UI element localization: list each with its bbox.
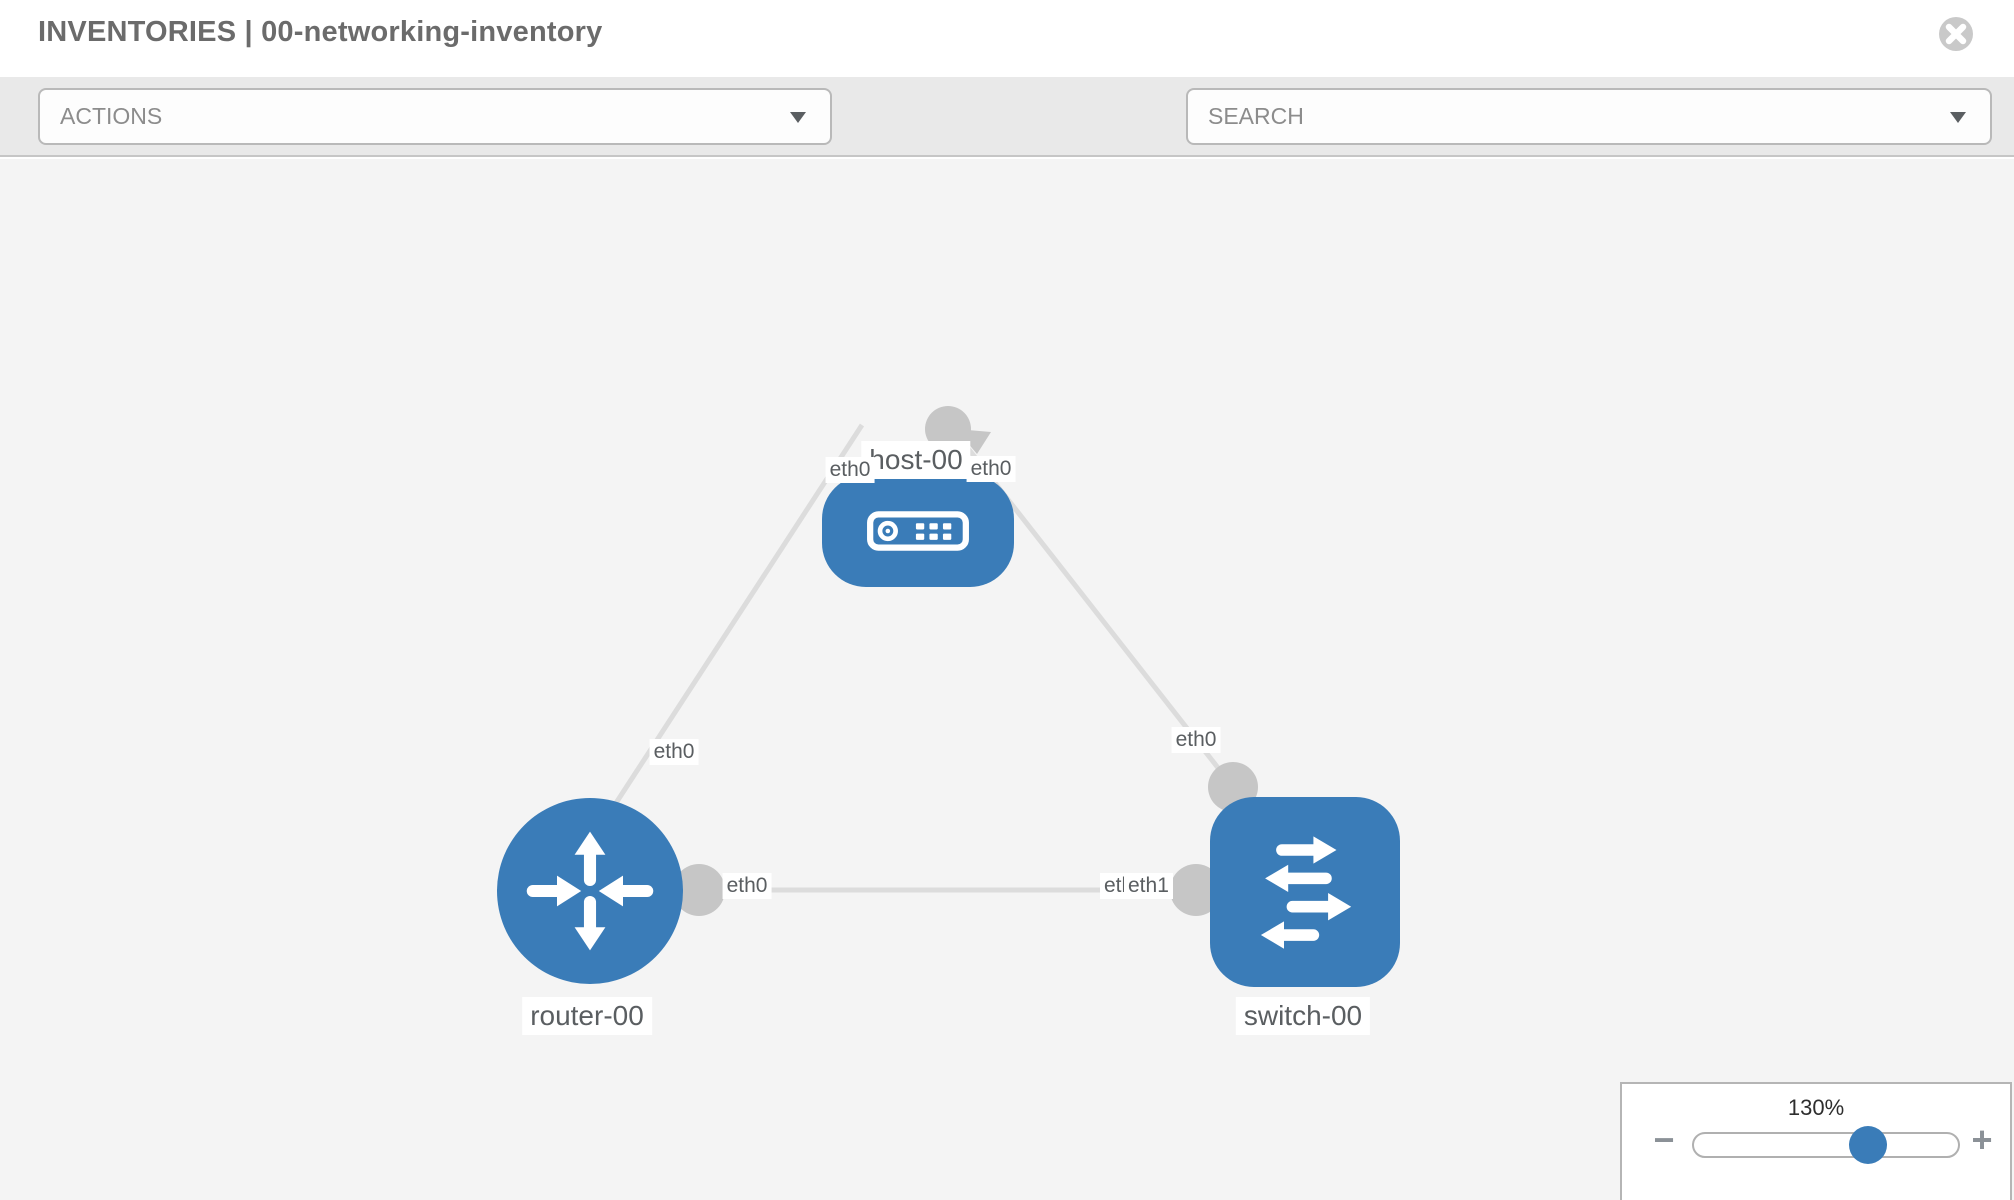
interface-label-host-eth0-left: eth0 [825,457,875,484]
toolbar: ACTIONS SEARCH [0,77,2014,211]
node-router[interactable] [497,798,683,984]
page-title: INVENTORIES | 00-networking-inventory [38,16,603,48]
host-icon [866,509,970,553]
links-layer [613,406,1258,916]
interface-label-host-eth0-right: eth0 [966,456,1016,483]
interface-label-switch-eth1: eth1 [1124,873,1173,900]
search-dropdown-label: SEARCH [1208,103,1304,129]
node-host[interactable] [822,475,1014,587]
topology-canvas[interactable]: host-00 router-00 switch-00 eth0 eth0 et… [0,159,2014,1200]
interface-label-router-uplink: eth0 [649,739,699,766]
actions-dropdown[interactable]: ACTIONS [38,88,832,145]
search-dropdown[interactable]: SEARCH [1186,88,1992,145]
node-label-router: router-00 [522,997,652,1036]
port-host [925,406,971,452]
zoom-in-button[interactable]: + [1971,1119,1993,1160]
node-label-host: host-00 [861,441,971,480]
router-icon [524,825,656,957]
zoom-slider[interactable] [1692,1126,1960,1164]
port-switch-eth1 [1170,864,1222,916]
actions-dropdown-label: ACTIONS [60,103,163,129]
zoom-panel: 130% − + [1620,1082,2012,1200]
interface-label-switch-uplink: eth0 [1171,727,1221,754]
switch-icon [1242,829,1368,955]
interface-label-router-eth0: eth0 [722,873,772,900]
node-label-switch: switch-00 [1235,997,1371,1036]
zoom-level: 130% [1787,1095,1845,1120]
chevron-down-icon [790,111,806,123]
zoom-out-button[interactable]: − [1653,1119,1675,1160]
close-button[interactable] [1938,16,1974,52]
chevron-down-icon [1950,111,1966,123]
node-switch[interactable] [1210,797,1400,987]
zoom-slider-knob[interactable] [1849,1126,1887,1164]
header: INVENTORIES | 00-networking-inventory [0,0,2014,77]
port-router-eth0 [673,864,725,916]
close-icon [1938,16,1974,52]
